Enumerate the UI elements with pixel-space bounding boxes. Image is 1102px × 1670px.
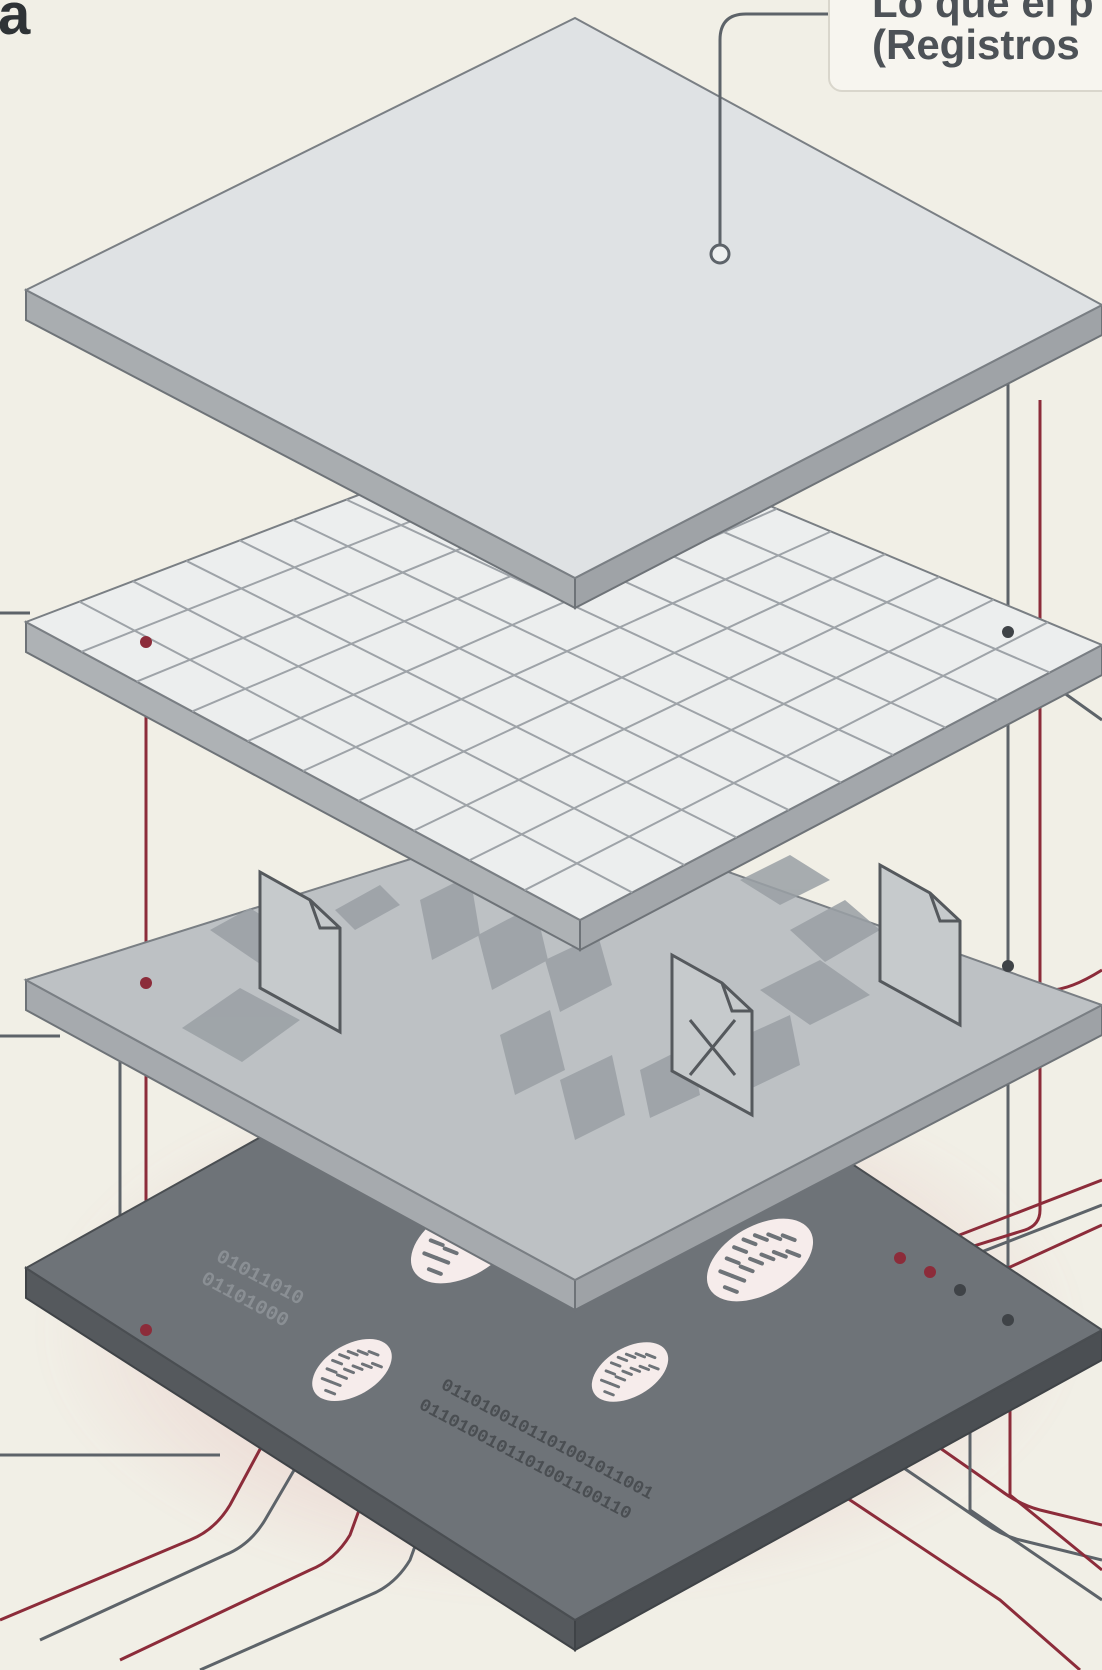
top-callout-line2: (Registros — [872, 24, 1080, 66]
heading-fragment: a — [0, 0, 30, 44]
